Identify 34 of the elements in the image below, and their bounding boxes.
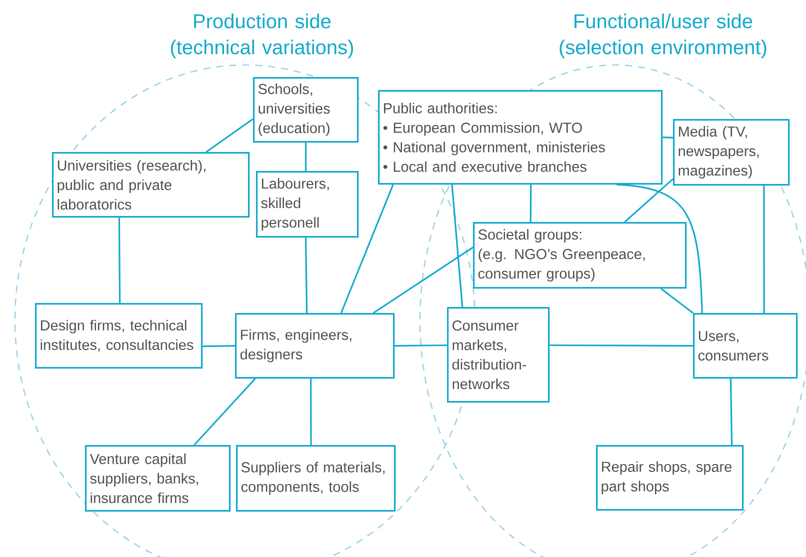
connector-line (372, 246, 474, 314)
connector-line (206, 118, 254, 153)
connector-line (310, 378, 312, 445)
connector-line (394, 344, 448, 347)
box: Schools, universities (education) (253, 77, 359, 143)
connector-line (304, 142, 307, 171)
connector-line (730, 378, 733, 446)
connector-line (550, 344, 693, 347)
connector-line (194, 378, 256, 446)
connector-line (530, 184, 532, 222)
connector-line (118, 218, 121, 303)
box: Venture capital suppliers, banks, insurance firms (85, 445, 231, 512)
box: Public authorities: • European Commission, WTO • National government, ministeries • Local and executive branches (378, 90, 663, 185)
box: Labourers, skilled personell (256, 171, 359, 238)
connector-line (451, 184, 464, 308)
side-heading: Functional/user side (selection environment) (560, 14, 766, 58)
connector-line (340, 184, 394, 314)
connector-line (304, 238, 308, 313)
box: Societal groups: (e.g. NGO’s Greenpeace, consumer groups) (473, 222, 687, 289)
box: Repair shops, spare part shops (596, 445, 744, 511)
connector-line (624, 178, 674, 223)
connector-line (660, 288, 694, 314)
box: Users, consumers (693, 313, 798, 379)
box: Firms, engineers, designers (235, 313, 395, 379)
connector-line (202, 345, 236, 348)
box: Design firms, technical institutes, consultancies (35, 303, 203, 369)
side-heading: Production side (technical variations) (170, 14, 353, 58)
box: Suppliers of materials, components, tools (236, 445, 396, 512)
box: Universities (research), public and private laboratorics (52, 152, 250, 218)
box: Consumer markets, distribution-networks (447, 307, 550, 403)
connector-line (763, 186, 765, 313)
connector-line (662, 136, 674, 138)
box: Media (TV, newspapers, magazines) (673, 119, 790, 186)
connector-line (616, 184, 703, 314)
